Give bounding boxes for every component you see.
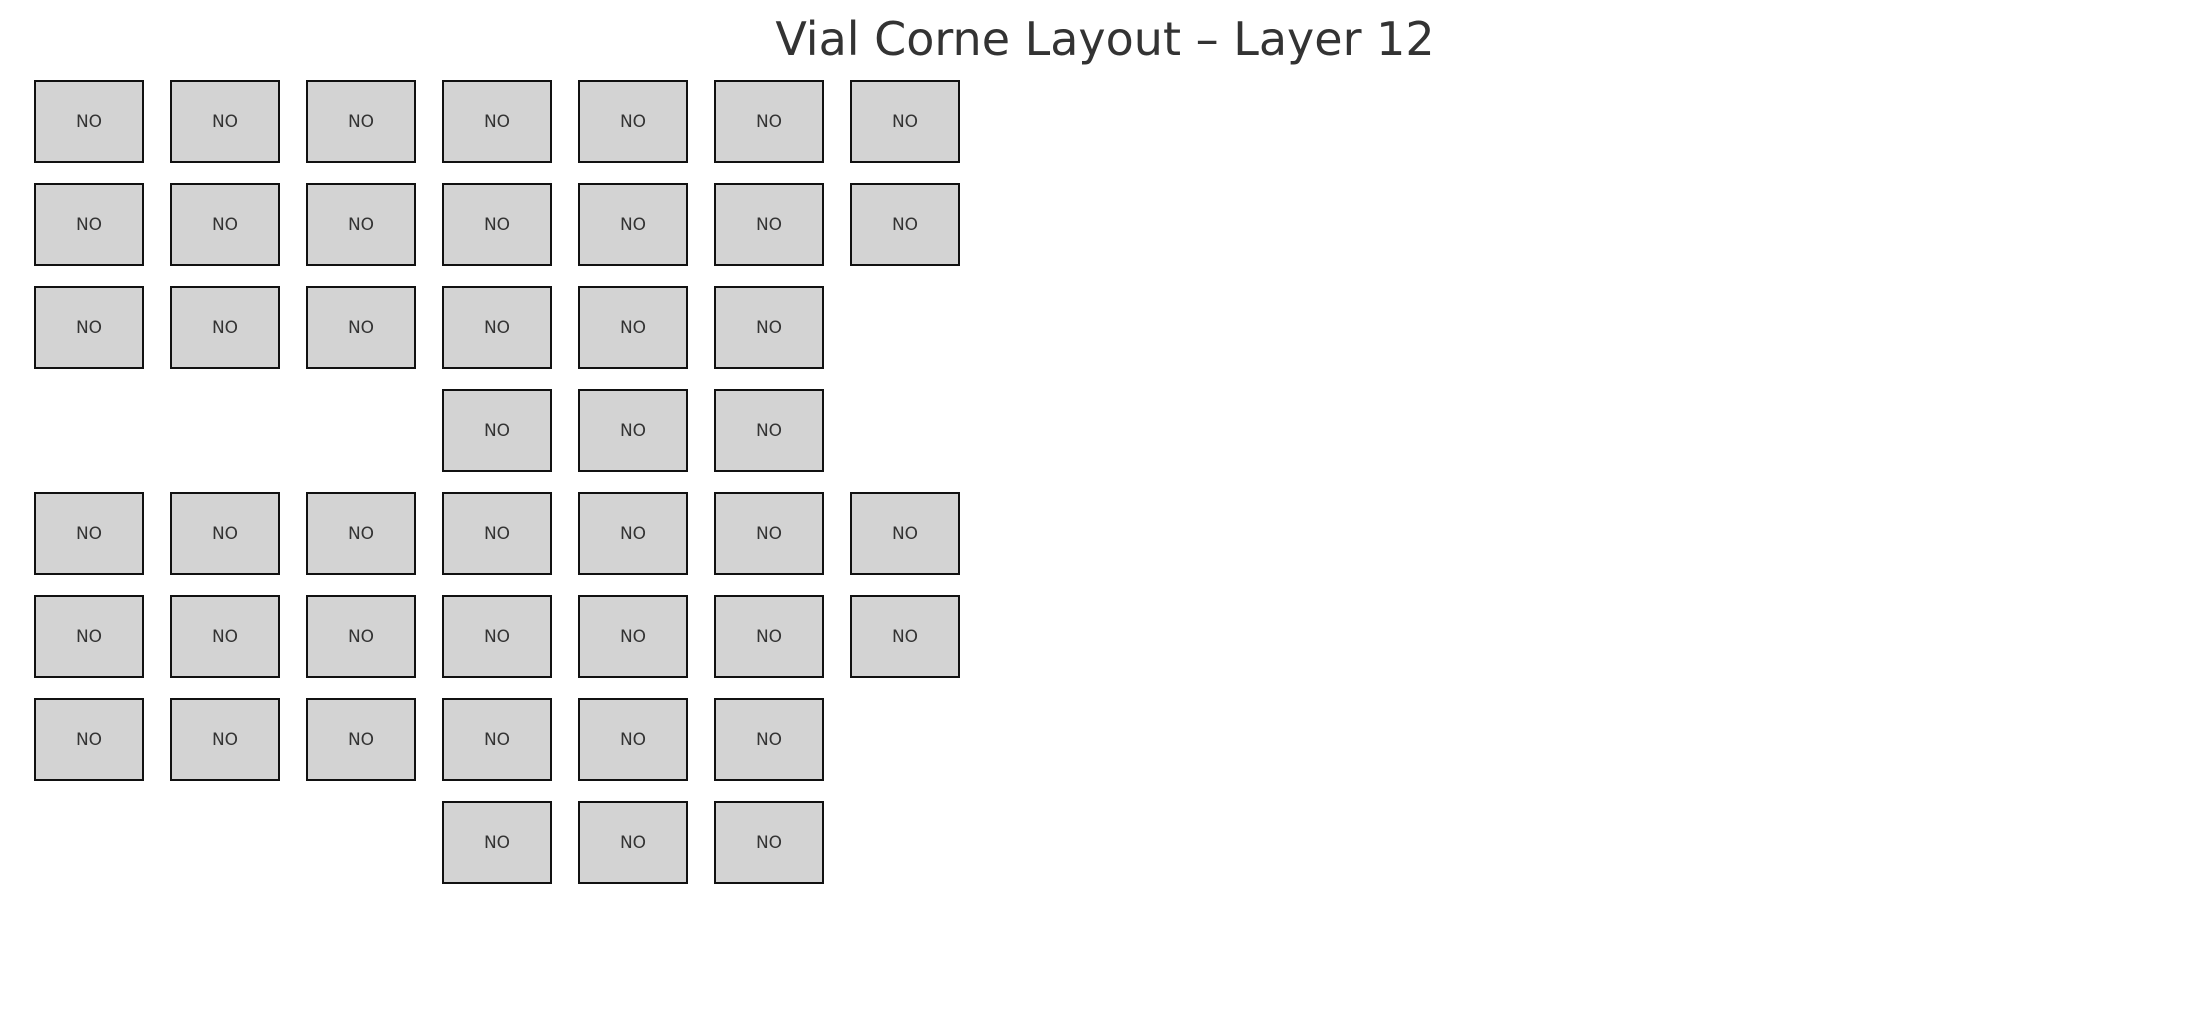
key-cell: NO xyxy=(442,389,552,472)
page-title: Vial Corne Layout – Layer 12 xyxy=(775,12,1435,66)
key-label: NO xyxy=(211,729,239,750)
key-cell: NO xyxy=(442,80,552,163)
key-cell: NO xyxy=(578,286,688,369)
key-label: NO xyxy=(619,729,647,750)
key-cell: NO xyxy=(578,595,688,678)
key-label: NO xyxy=(75,523,103,544)
key-cell: NO xyxy=(578,492,688,575)
key-label: NO xyxy=(619,832,647,853)
key-label: NO xyxy=(75,729,103,750)
key-label: NO xyxy=(483,832,511,853)
key-cell: NO xyxy=(442,183,552,266)
key-label: NO xyxy=(211,523,239,544)
key-label: NO xyxy=(755,626,783,647)
key-cell: NO xyxy=(442,801,552,884)
key-cell: NO xyxy=(442,595,552,678)
key-label: NO xyxy=(619,317,647,338)
key-label: NO xyxy=(619,523,647,544)
key-label: NO xyxy=(483,420,511,441)
key-cell: NO xyxy=(34,492,144,575)
key-label: NO xyxy=(211,214,239,235)
key-label: NO xyxy=(755,111,783,132)
key-label: NO xyxy=(755,832,783,853)
key-cell: NO xyxy=(714,183,824,266)
key-label: NO xyxy=(483,626,511,647)
key-cell: NO xyxy=(306,595,416,678)
key-cell: NO xyxy=(170,698,280,781)
key-cell: NO xyxy=(170,80,280,163)
key-cell: NO xyxy=(578,698,688,781)
key-label: NO xyxy=(619,111,647,132)
key-cell: NO xyxy=(714,286,824,369)
key-label: NO xyxy=(483,317,511,338)
key-label: NO xyxy=(891,214,919,235)
key-cell: NO xyxy=(850,183,960,266)
key-cell: NO xyxy=(714,698,824,781)
key-cell: NO xyxy=(34,595,144,678)
key-label: NO xyxy=(619,626,647,647)
key-cell: NO xyxy=(714,80,824,163)
key-cell: NO xyxy=(850,492,960,575)
key-cell: NO xyxy=(170,595,280,678)
key-cell: NO xyxy=(850,595,960,678)
key-cell: NO xyxy=(714,492,824,575)
key-label: NO xyxy=(755,420,783,441)
key-label: NO xyxy=(75,214,103,235)
key-cell: NO xyxy=(306,286,416,369)
key-cell: NO xyxy=(578,801,688,884)
key-label: NO xyxy=(619,214,647,235)
key-label: NO xyxy=(347,626,375,647)
key-label: NO xyxy=(211,626,239,647)
key-cell: NO xyxy=(306,698,416,781)
key-cell: NO xyxy=(442,698,552,781)
key-cell: NO xyxy=(578,183,688,266)
key-cell: NO xyxy=(170,183,280,266)
key-label: NO xyxy=(483,523,511,544)
key-cell: NO xyxy=(306,80,416,163)
key-cell: NO xyxy=(34,80,144,163)
key-label: NO xyxy=(483,111,511,132)
key-cell: NO xyxy=(850,80,960,163)
key-label: NO xyxy=(211,317,239,338)
key-cell: NO xyxy=(578,389,688,472)
key-label: NO xyxy=(619,420,647,441)
key-label: NO xyxy=(75,626,103,647)
key-label: NO xyxy=(891,523,919,544)
key-cell: NO xyxy=(714,801,824,884)
key-label: NO xyxy=(211,111,239,132)
key-label: NO xyxy=(347,214,375,235)
key-cell: NO xyxy=(34,698,144,781)
key-cell: NO xyxy=(442,492,552,575)
key-label: NO xyxy=(483,729,511,750)
key-cell: NO xyxy=(34,183,144,266)
key-cell: NO xyxy=(714,389,824,472)
key-cell: NO xyxy=(306,183,416,266)
key-cell: NO xyxy=(34,286,144,369)
key-cell: NO xyxy=(578,80,688,163)
key-label: NO xyxy=(75,111,103,132)
key-cell: NO xyxy=(714,595,824,678)
key-label: NO xyxy=(347,317,375,338)
key-label: NO xyxy=(75,317,103,338)
key-label: NO xyxy=(483,214,511,235)
key-cell: NO xyxy=(170,286,280,369)
key-label: NO xyxy=(347,111,375,132)
key-label: NO xyxy=(347,523,375,544)
key-label: NO xyxy=(755,729,783,750)
key-cell: NO xyxy=(306,492,416,575)
key-cell: NO xyxy=(442,286,552,369)
key-cell: NO xyxy=(170,492,280,575)
key-label: NO xyxy=(755,317,783,338)
key-label: NO xyxy=(755,523,783,544)
key-label: NO xyxy=(347,729,375,750)
key-label: NO xyxy=(891,626,919,647)
key-label: NO xyxy=(891,111,919,132)
key-label: NO xyxy=(755,214,783,235)
